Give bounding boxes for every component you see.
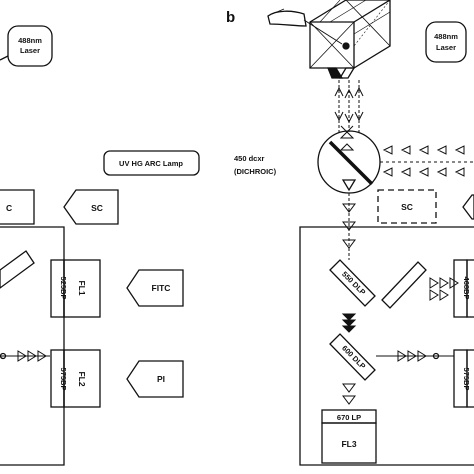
up-down-arrows-top — [334, 86, 364, 133]
filter-575bp-b-label: 575BP — [462, 368, 471, 391]
laser-a-line1: 488nm — [18, 36, 42, 45]
reflector-right — [381, 261, 427, 309]
sc-detector-b — [462, 194, 474, 220]
panel-a — [0, 25, 200, 466]
down-arrows-to-lp — [342, 383, 356, 405]
laser-box-a — [7, 25, 53, 67]
laser-b-line2: Laser — [436, 43, 456, 52]
beam-dot-b — [432, 352, 440, 360]
dichroic-down-arrow — [341, 179, 357, 192]
laser-a-line2: Laser — [20, 46, 40, 55]
stain-fitc-shape — [126, 269, 184, 307]
detector-fl3 — [321, 422, 377, 464]
objective-cube — [309, 0, 391, 79]
filter-468bp-label: 468BP — [462, 277, 471, 300]
beam-dot-a — [0, 352, 7, 360]
down-arrows-mid — [342, 203, 356, 249]
panel-a-text: 488nm Laser UV HG ARC Lamp C SC 525BP 57… — [6, 36, 183, 390]
sc-dashed-label: SC — [401, 202, 413, 212]
detector-right-2 — [466, 349, 474, 408]
sc-box-left-label: C — [6, 203, 12, 213]
sc-detector-a-label: SC — [91, 203, 103, 213]
arrows-to-575bp — [397, 350, 427, 362]
lamp-label: UV HG ARC Lamp — [119, 159, 183, 168]
detector-right-1 — [466, 259, 474, 318]
detector-fl2-label: FL2 — [77, 371, 87, 386]
laser-box-b — [425, 21, 467, 63]
lamp-box — [103, 150, 200, 176]
pipette-hand — [267, 8, 343, 45]
dichroic-mirror — [328, 140, 374, 186]
laser-arrows-row2 — [382, 167, 465, 177]
detector-fl1-label: FL1 — [77, 280, 87, 295]
enclosure-a — [0, 226, 65, 466]
filter-670lp-label: 670 LP — [337, 413, 361, 422]
dichroic-label-line2: (DICHROIC) — [234, 167, 277, 176]
beam-cube-to-dichroic — [338, 80, 360, 132]
stain-pi-shape — [126, 360, 184, 398]
dichroic-element-a — [0, 250, 35, 289]
stain-pi-label: PI — [157, 374, 165, 384]
laser-arrows-row1 — [382, 145, 465, 155]
laser-beam-a — [0, 55, 9, 61]
detector-fl2 — [63, 349, 101, 408]
dichroic-arrows — [339, 131, 355, 151]
laser-b-line1: 488nm — [434, 32, 458, 41]
filter-525bp-label: 525BP — [59, 277, 68, 300]
enclosure-b — [299, 226, 474, 466]
panel-b — [267, 0, 474, 466]
dlp-600-shape — [329, 333, 376, 381]
down-arrows-between-dlp — [341, 313, 357, 333]
sc-box-left — [0, 189, 35, 225]
sc-dashed-box — [377, 189, 437, 224]
detector-fl1 — [63, 259, 101, 318]
detector-fl3-label: FL3 — [341, 439, 356, 449]
filter-575bp-label: 575BP — [59, 368, 68, 391]
dlp-550-shape — [329, 259, 376, 307]
stain-fitc-label: FITC — [152, 283, 171, 293]
dichroic-label-line1: 450 dcxr — [234, 154, 265, 163]
arrows-to-fl2 — [17, 350, 47, 362]
sc-detector-a — [63, 189, 119, 225]
panel-b-letter: b — [226, 9, 235, 26]
